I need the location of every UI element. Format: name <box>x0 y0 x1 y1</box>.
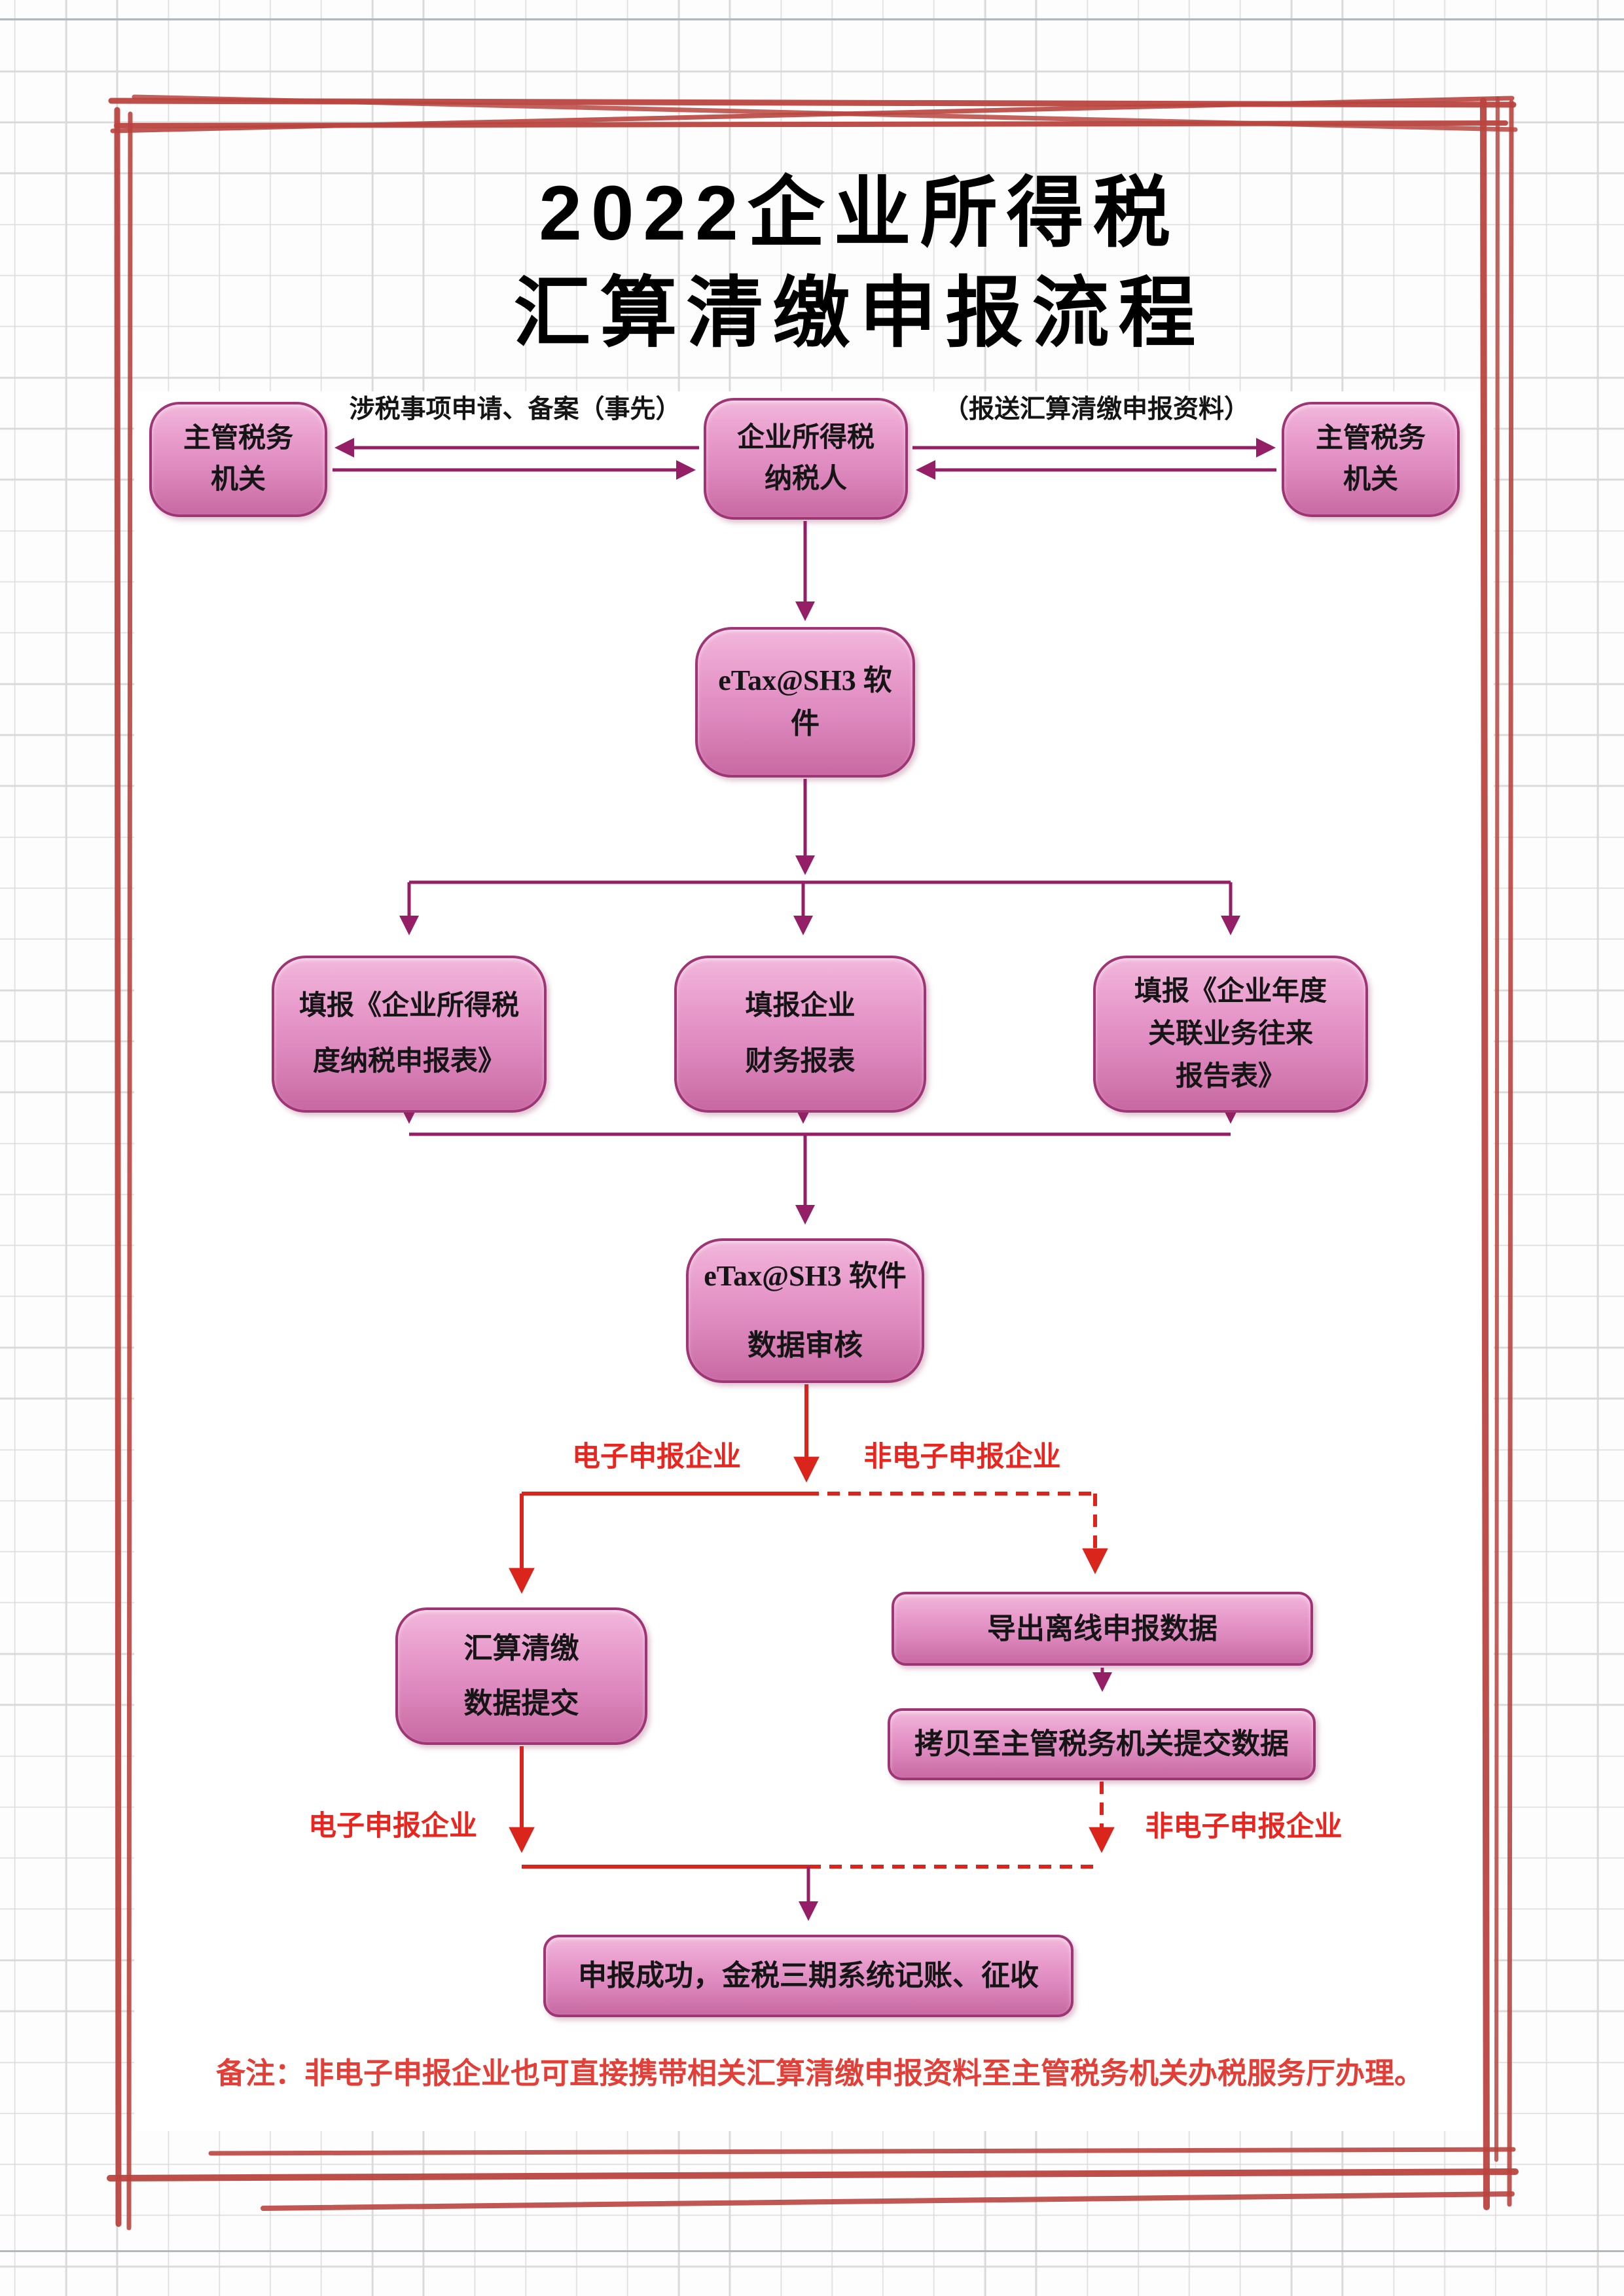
node-etax-software: eTax@SH3 软 件 <box>695 627 915 778</box>
node-line: 导出离线申报数据 <box>987 1612 1218 1645</box>
node-line: 数据提交 <box>463 1687 579 1719</box>
node-line: eTax@SH3 软件 <box>704 1259 907 1292</box>
node-line: 机关 <box>1343 465 1398 495</box>
node-line: 数据审核 <box>748 1329 863 1361</box>
node-copy-to-authority: 拷贝至主管税务机关提交数据 <box>888 1708 1316 1780</box>
branch-label-electronic-2: 电子申报企业 <box>308 1811 477 1842</box>
edge-label-submit-docs: （报送汇算清缴申报资料） <box>943 395 1250 423</box>
branch-label-non-electronic-1: 非电子申报企业 <box>863 1442 1061 1473</box>
node-settlement-submit: 汇算清缴 数据提交 <box>395 1607 647 1745</box>
node-line: 主管税务 <box>1315 423 1426 454</box>
node-export-offline: 导出离线申报数据 <box>892 1592 1313 1666</box>
grid-dark-line-top <box>0 18 1624 20</box>
node-form-financial: 填报企业 财务报表 <box>674 956 926 1113</box>
grid-dark-line-bottom <box>0 2250 1624 2252</box>
node-line: 填报《企业所得税 <box>298 991 519 1021</box>
node-line: 报告表》 <box>1175 1061 1286 1092</box>
node-form-tax-return: 填报《企业所得税 度纳税申报表》 <box>272 956 547 1113</box>
footnote: 备注：非电子申报企业也可直接携带相关汇算清缴申报资料至主管税务机关办税服务厅办理… <box>216 2057 1424 2090</box>
frame-bottom-strokes <box>107 2147 1519 2211</box>
node-authority-left: 主管税务 机关 <box>149 402 327 517</box>
branch-label-electronic-1: 电子申报企业 <box>572 1442 741 1473</box>
node-line: 度纳税申报表》 <box>312 1047 505 1077</box>
node-line: 汇算清缴 <box>463 1632 579 1664</box>
node-line: 财务报表 <box>745 1047 856 1077</box>
frame-left-strokes <box>114 107 133 2231</box>
page-title: 2022企业所得税 汇算清缴申报流程 <box>151 164 1568 364</box>
page-title-line2: 汇算清缴申报流程 <box>513 270 1205 357</box>
node-line: 主管税务 <box>183 423 293 454</box>
node-line: 申报成功，金税三期系统记账、征收 <box>578 1960 1039 1992</box>
node-line: 纳税人 <box>764 464 847 494</box>
node-line: eTax@SH3 软 <box>718 664 892 696</box>
branch-label-non-electronic-2: 非电子申报企业 <box>1145 1812 1343 1842</box>
page-title-line1: 2022企业所得税 <box>539 170 1180 257</box>
frame-top-strokes <box>108 94 1518 134</box>
node-line: 件 <box>791 708 820 740</box>
node-line: 拷贝至主管税务机关提交数据 <box>914 1728 1289 1760</box>
node-line: 关联业务往来 <box>1147 1018 1313 1049</box>
node-line: 填报《企业年度 <box>1134 976 1327 1007</box>
node-data-audit: eTax@SH3 软件 数据审核 <box>686 1238 924 1383</box>
node-line: 填报企业 <box>745 991 856 1021</box>
edge-label-pre-filing: 涉税事项申请、备案（事先） <box>349 395 681 423</box>
node-declare-success: 申报成功，金税三期系统记账、征收 <box>543 1935 1074 2017</box>
node-taxpayer: 企业所得税 纳税人 <box>704 398 908 520</box>
node-form-related: 填报《企业年度 关联业务往来 报告表》 <box>1093 956 1368 1113</box>
node-authority-right: 主管税务 机关 <box>1282 402 1460 517</box>
node-line: 机关 <box>210 465 266 495</box>
node-line: 企业所得税 <box>736 423 875 453</box>
